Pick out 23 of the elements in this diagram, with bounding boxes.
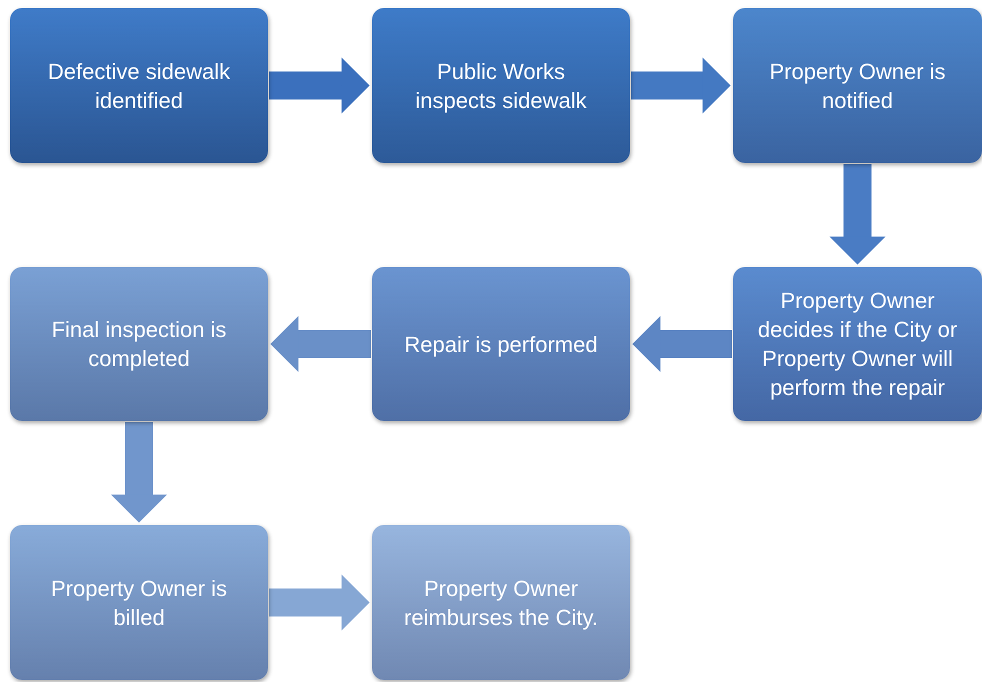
- step-text: Property Owner is billed: [50, 574, 228, 632]
- step-text: Property Owner is notified: [768, 58, 947, 114]
- block-arrow: [269, 574, 370, 630]
- process-box: [372, 8, 630, 163]
- block-arrow: [830, 164, 886, 265]
- step-text: Public Works inspects sidewalk: [414, 58, 588, 114]
- step-text: Property Owner reimburses the City.: [403, 574, 599, 632]
- step-text: Repair is performed: [404, 330, 598, 358]
- block-arrow: [111, 422, 167, 523]
- step-text: Final inspection is completed: [50, 316, 228, 373]
- process-box: [10, 8, 268, 163]
- block-arrow: [631, 58, 731, 114]
- block-arrow: [270, 316, 371, 372]
- process-box: [372, 525, 630, 680]
- step-text: Property Owner decides if the City or Property Owner will perform the repair: [756, 287, 958, 402]
- process-box: [372, 267, 630, 421]
- process-box: [733, 8, 982, 163]
- process-box: [10, 525, 268, 680]
- block-arrow: [269, 58, 370, 114]
- process-box: [733, 267, 982, 421]
- block-arrow: [632, 316, 732, 372]
- step-text: Defective sidewalk identified: [46, 58, 232, 114]
- process-box: [10, 267, 268, 421]
